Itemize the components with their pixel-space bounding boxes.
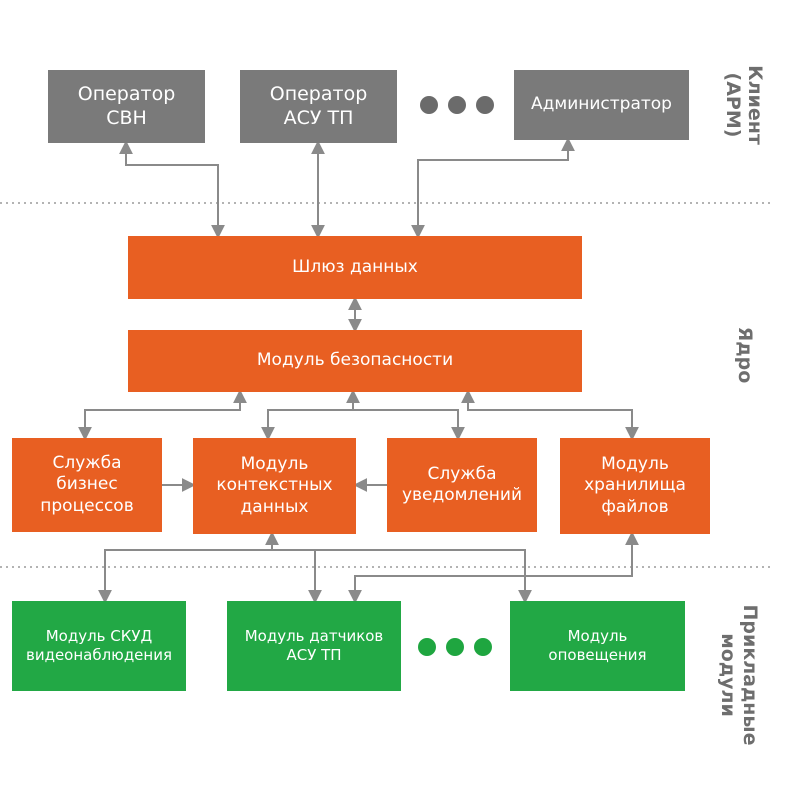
connector (119, 140, 225, 239)
layer-label-applied: Прикладные модули (717, 604, 761, 746)
layer-label-core: Ядро (734, 326, 756, 384)
context-data-box: Модуль контекстных данных (193, 438, 356, 534)
connector (78, 389, 247, 441)
connector (272, 549, 322, 604)
alert-module-label: Модуль оповещения (548, 627, 647, 664)
more-modules-ellipsis (418, 638, 492, 656)
connector (461, 389, 639, 441)
security-label: Модуль безопасности (256, 350, 454, 371)
context-data-label: Модуль контекстных данных (216, 454, 333, 517)
gateway-label: Шлюз данных (292, 256, 418, 277)
operator-svn-box: Оператор СВН (48, 70, 205, 143)
admin-label: Администратор (531, 94, 672, 115)
operator-svn-label: Оператор СВН (77, 82, 176, 129)
connector (411, 137, 575, 239)
connector (348, 531, 639, 604)
business-process-box: Служба бизнес процессов (12, 438, 162, 532)
connector (346, 389, 465, 441)
business-process-label: Служба бизнес процессов (40, 453, 134, 516)
gateway-box: Шлюз данных (128, 236, 582, 299)
sensors-module-box: Модуль датчиков АСУ ТП (227, 601, 401, 691)
notification-label: Служба уведомлений (401, 463, 523, 505)
more-clients-ellipsis (420, 96, 494, 114)
security-box: Модуль безопасности (128, 330, 582, 392)
skud-module-box: Модуль СКУД видеонаблюдения (12, 601, 186, 691)
connector (98, 549, 272, 604)
file-storage-box: Модуль хранилища файлов (560, 438, 710, 534)
connector (261, 409, 353, 441)
operator-asu-label: Оператор АСУ ТП (269, 82, 368, 129)
layer-label-client: Клиент (АРМ) (722, 65, 766, 145)
alert-module-box: Модуль оповещения (510, 601, 685, 691)
notification-box: Служба уведомлений (387, 438, 537, 532)
skud-module-label: Модуль СКУД видеонаблюдения (25, 627, 172, 664)
sensors-module-label: Модуль датчиков АСУ ТП (244, 627, 384, 664)
operator-asu-box: Оператор АСУ ТП (240, 70, 397, 143)
admin-box: Администратор (514, 70, 689, 140)
file-storage-label: Модуль хранилища файлов (584, 454, 686, 517)
